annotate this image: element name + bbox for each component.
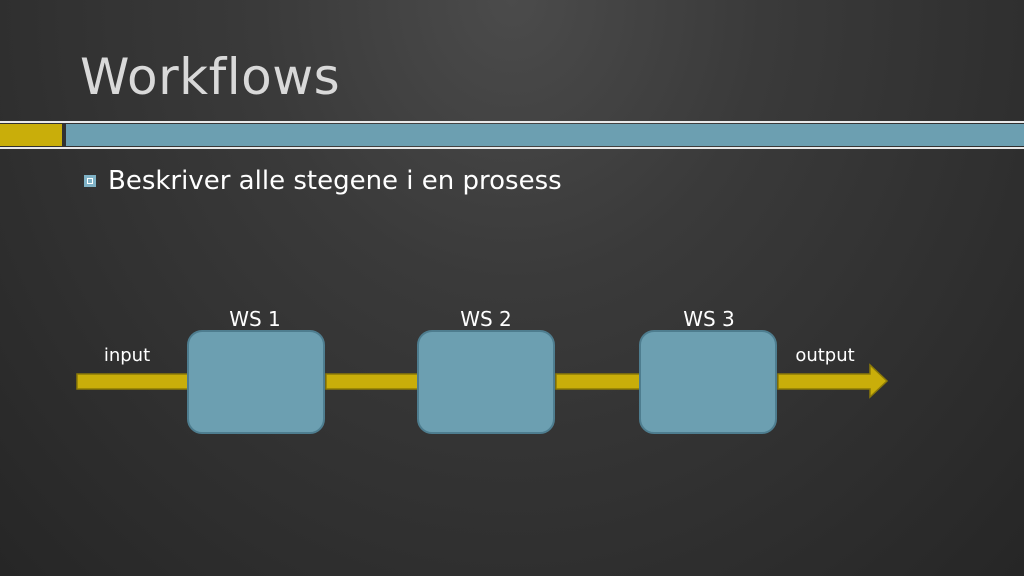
arrow-ws3-to-output (777, 363, 889, 399)
workstation-1-box (187, 330, 325, 434)
input-label: input (104, 345, 150, 366)
workstation-3-box (639, 330, 777, 434)
bullet-item: Beskriver alle stegene i en prosess (84, 166, 562, 196)
title-rule-bottom-line (0, 147, 1024, 149)
output-label: output (795, 345, 854, 366)
workstation-2-label: WS 2 (460, 307, 512, 331)
title-rule-gold-segment (0, 124, 62, 146)
title-rule-top-line (0, 121, 1024, 123)
workstation-1-label: WS 1 (229, 307, 281, 331)
slide-title: Workflows (80, 48, 341, 106)
square-bullet-icon (84, 175, 96, 187)
title-rule-blue-segment (66, 124, 1024, 146)
bullet-text: Beskriver alle stegene i en prosess (108, 166, 562, 196)
workstation-2-box (417, 330, 555, 434)
workstation-3-label: WS 3 (683, 307, 735, 331)
